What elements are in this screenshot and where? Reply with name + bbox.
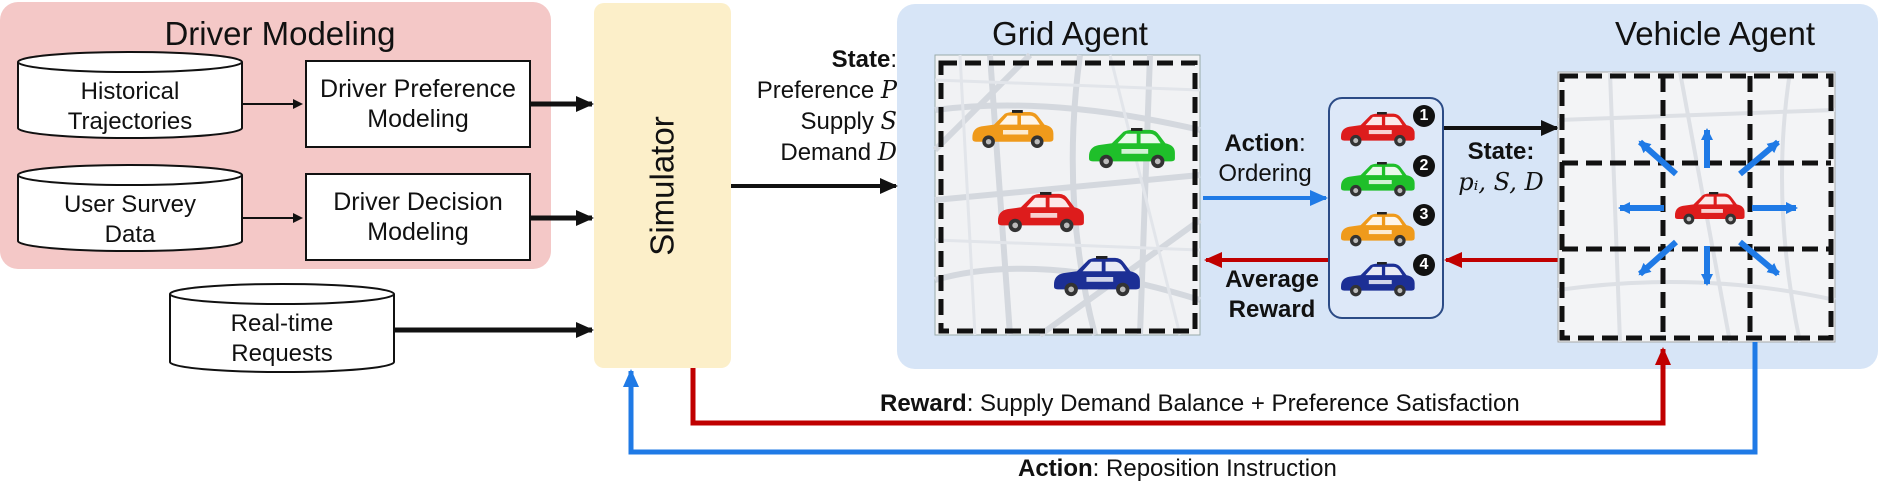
vehicle-agent-title: Vehicle Agent [1615,15,1815,52]
action-loop-label: Action: Reposition Instruction [1018,454,1518,484]
label-line: Driver Decision [333,188,503,216]
label-line: Requests [231,340,333,367]
label-line: Real-time [230,310,334,337]
label-line: Average [1225,266,1319,293]
demand-symbol: D [877,138,897,166]
supply-text: Supply [800,108,874,135]
label-line: Data [104,221,156,248]
driver-preference-modeling-box: Driver Preference Modeling [305,60,531,148]
grid-agent-title: Grid Agent [992,15,1148,52]
state-colon: : [890,46,897,73]
state-vehicle-label: State: pᵢ, S, D [1448,132,1554,202]
reward-loop-label: Reward: Supply Demand Balance + Preferen… [880,389,1640,419]
action-title: Action [1224,130,1299,157]
state-title: State: [1467,138,1535,165]
label-line: Trajectories [67,108,193,135]
action-colon: : [1299,130,1306,157]
rank-1: 1 [1419,107,1429,124]
label-line: Reward [1228,296,1316,323]
rank-4: 4 [1419,256,1429,273]
historical-trajectories-label: Historical Trajectories [18,76,242,138]
supply-symbol: S [880,107,897,135]
driver-decision-modeling-box: Driver Decision Modeling [305,173,531,261]
preference-symbol: P [880,76,897,104]
cylinder-icon [17,51,395,373]
action-title: Action [1018,455,1093,482]
action-text: : Reposition Instruction [1092,455,1337,482]
state-formula: pᵢ, S, D [1458,168,1544,196]
reward-title: Reward [880,390,967,417]
rank-3: 3 [1419,206,1429,223]
action-ordering-label: Action: Ordering [1203,126,1327,192]
user-survey-data-label: User Survey Data [18,189,242,251]
label-line: Historical [80,78,180,105]
state-title: State [831,46,891,73]
preference-text: Preference [756,77,875,104]
label-line: Modeling [367,218,469,246]
label-line: Modeling [367,105,469,133]
simulator-box: Simulator [594,3,731,368]
realtime-requests-label: Real-time Requests [170,308,394,370]
reward-text: : Supply Demand Balance + Preference Sat… [966,390,1520,417]
label-line: Driver Preference [320,75,516,103]
order-box-cars [1341,105,1435,297]
ordering-text: Ordering [1218,160,1312,187]
demand-text: Demand [780,139,872,166]
state-inputs-label: State: Preference P Supply S Demand D [737,44,897,168]
label-line: User Survey [63,191,197,218]
rank-2: 2 [1419,157,1429,174]
driver-modeling-title: Driver Modeling [164,15,396,52]
average-reward-label: Average Reward [1216,262,1328,328]
